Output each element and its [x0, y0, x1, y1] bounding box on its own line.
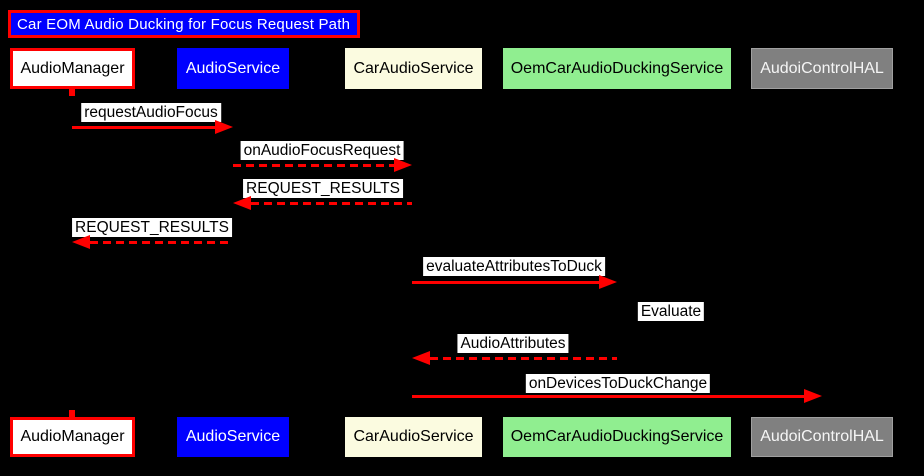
participant-audoicontrolhal-top: AudoiControlHAL: [751, 48, 893, 89]
arrow-line: [412, 394, 804, 398]
arrowhead-right-icon: [394, 158, 412, 172]
message-label-ondevicestoduckchange: onDevicesToDuckChange: [525, 374, 711, 393]
participant-audioservice-top: AudioService: [177, 48, 289, 89]
lifeline-stub-top: [69, 89, 75, 96]
participant-audioservice-bottom: AudioService: [177, 417, 289, 457]
participant-audiomanager-top: AudioManager: [10, 48, 135, 89]
arrow-line: [430, 356, 617, 360]
message-label-onaudiofocusrequest: onAudioFocusRequest: [240, 141, 404, 160]
participant-audiomanager-bottom: AudioManager: [10, 417, 135, 457]
arrow-line: [251, 201, 412, 205]
arrowhead-right-icon: [215, 120, 233, 134]
message-label-evaluate-self: Evaluate: [637, 302, 705, 321]
participant-audoicontrolhal-bottom: AudoiControlHAL: [751, 417, 893, 457]
arrow-request-results-1: [233, 195, 412, 211]
message-label-audioattributes: AudioAttributes: [457, 334, 569, 353]
arrowhead-left-icon: [233, 196, 251, 210]
message-label-request-results-2: REQUEST_RESULTS: [72, 218, 232, 237]
arrowhead-left-icon: [72, 235, 90, 249]
participant-caraudioservice-bottom: CarAudioService: [345, 417, 482, 457]
arrow-evaluateattributestoduck: [412, 274, 617, 290]
arrow-line: [72, 125, 215, 129]
message-label-requestaudiofocus: requestAudioFocus: [81, 103, 221, 122]
arrow-requestaudiofocus: [72, 119, 233, 135]
lifeline-stub-bottom: [69, 410, 75, 417]
arrow-line: [233, 163, 394, 167]
participant-oemcaraudioduckingservice-bottom: OemCarAudioDuckingService: [503, 417, 731, 457]
arrow-ondevicestoduckchange: [412, 388, 822, 404]
participant-oemcaraudioduckingservice-top: OemCarAudioDuckingService: [503, 48, 731, 89]
message-label-evaluateattributestoduck: evaluateAttributesToDuck: [423, 257, 605, 276]
diagram-title: Car EOM Audio Ducking for Focus Request …: [8, 10, 360, 38]
arrow-onaudiofocusrequest: [233, 157, 412, 173]
arrow-audioattributes: [412, 350, 617, 366]
message-label-request-results-1: REQUEST_RESULTS: [243, 179, 403, 198]
arrow-request-results-2: [72, 234, 233, 250]
participant-caraudioservice-top: CarAudioService: [345, 48, 482, 89]
arrow-line: [412, 280, 599, 284]
arrowhead-left-icon: [412, 351, 430, 365]
arrow-line: [90, 240, 233, 244]
arrowhead-right-icon: [599, 275, 617, 289]
arrowhead-right-icon: [804, 389, 822, 403]
